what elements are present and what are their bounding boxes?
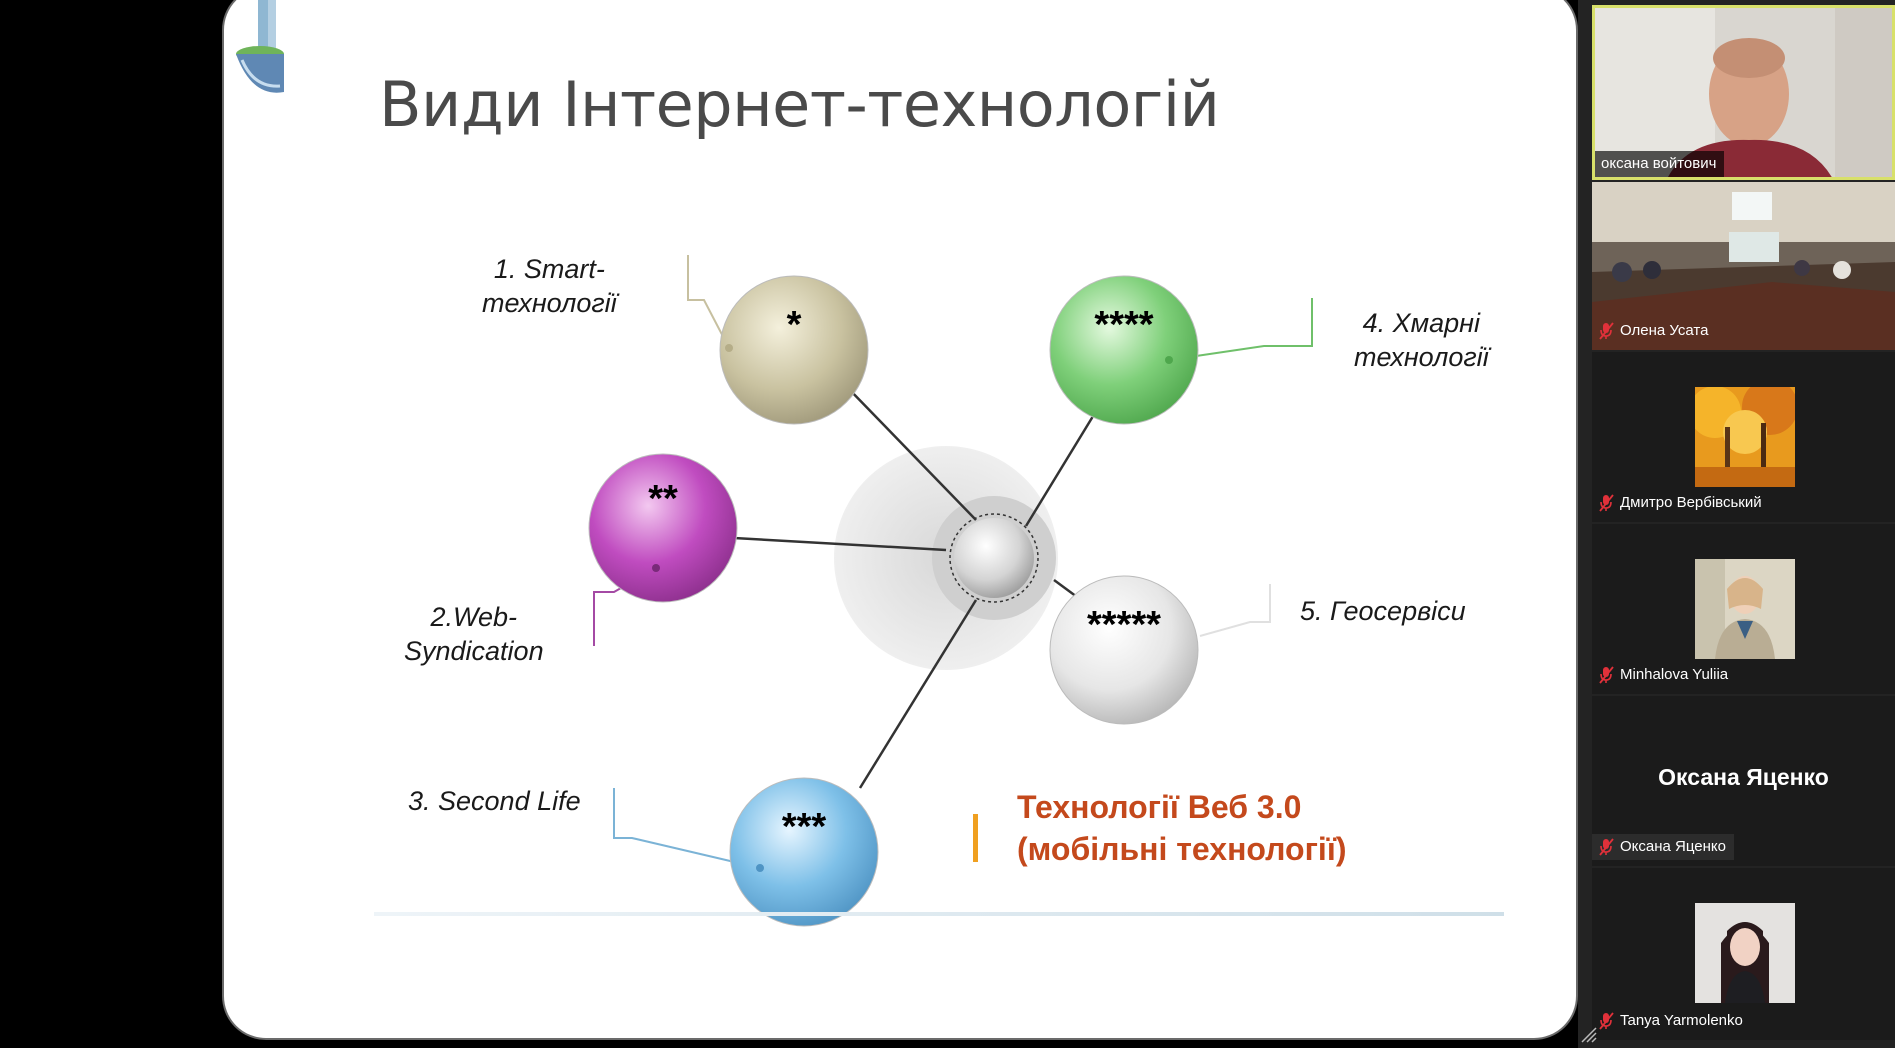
leader-4 (1168, 298, 1313, 361)
presentation-slide: Види Інтернет-технологій (222, 0, 1578, 1040)
mic-muted-icon (1599, 494, 1614, 512)
node-3-stars: *** (781, 806, 827, 848)
participant-name-bar: Tanya Yarmolenko (1592, 1008, 1751, 1034)
participant-tile-4[interactable]: Minhalova Yuliia (1592, 524, 1895, 694)
mic-muted-icon (1599, 1012, 1614, 1030)
mic-muted-icon (1599, 322, 1614, 340)
participant-tile-5[interactable]: Оксана Яценко Оксана Яценко (1592, 696, 1895, 866)
footer-accent-bar (973, 814, 978, 862)
node-1-sphere (719, 275, 869, 425)
woman-portrait-avatar (1695, 559, 1795, 659)
participant-display-name: Оксана Яценко (1658, 764, 1829, 790)
shared-screen: Види Інтернет-технологій (222, 0, 1578, 1040)
participants-panel: оксана войтович Олена Усата (1578, 0, 1895, 1048)
node-2-sphere (588, 453, 738, 603)
node-5-sphere (1049, 575, 1199, 725)
participant-name-bar: Дмитро Вербівський (1592, 490, 1770, 516)
mic-muted-icon (1599, 838, 1614, 856)
participant-name: Олена Усата (1620, 322, 1709, 339)
floating-island-icon (236, 0, 284, 93)
participant-tile-1[interactable]: оксана войтович (1592, 5, 1895, 180)
base-line (374, 912, 1504, 916)
node-4-label: 4. Хмарні технології (1354, 308, 1489, 372)
participant-name-bar: Оксана Яценко (1592, 834, 1734, 860)
participant-name: Minhalova Yuliia (1620, 666, 1729, 683)
footer-caption: Технології Веб 3.0 (мобільні технології) (1017, 789, 1347, 867)
participant-tile-6[interactable]: Tanya Yarmolenko (1592, 868, 1895, 1040)
center-outline (949, 513, 1039, 603)
node-1-stars: * (786, 304, 802, 346)
participant-name: Tanya Yarmolenko (1620, 1012, 1743, 1029)
connector-4 (1024, 407, 1100, 527)
girl-portrait-avatar (1695, 903, 1795, 1003)
leader-5 (1199, 584, 1271, 637)
autumn-trees-avatar (1695, 387, 1795, 487)
participant-tile-3[interactable]: Дмитро Вербівський (1592, 352, 1895, 522)
leader-3 (613, 788, 761, 869)
node-2-stars: ** (648, 478, 678, 520)
connector-3 (858, 599, 978, 789)
participant-name-bar: Minhalova Yuliia (1592, 662, 1736, 688)
resize-grip-icon[interactable] (1580, 1026, 1598, 1044)
participant-name-bar: оксана войтович (1595, 151, 1725, 177)
diagram (588, 255, 1313, 927)
node-4-stars: **** (1094, 304, 1154, 346)
participant-name: оксана войтович (1601, 155, 1717, 172)
connector-2 (733, 536, 947, 552)
center-sphere (954, 518, 1034, 598)
node-4-sphere (1049, 275, 1199, 425)
node-5-stars: ***** (1087, 604, 1161, 646)
camera-man-video (1595, 8, 1892, 177)
node-3-sphere (729, 777, 879, 927)
participant-tile-2[interactable]: Олена Усата (1592, 182, 1895, 350)
node-1-label: 1. Smart- технології (482, 254, 617, 318)
leader-1 (687, 255, 730, 349)
participant-name: Дмитро Вербівський (1620, 494, 1762, 511)
slide-title: Види Інтернет-технологій (379, 68, 1220, 141)
connector-1 (845, 385, 977, 521)
node-2-label: 2.Web- Syndication (404, 602, 544, 666)
node-5-label: 5. Геосервіси (1300, 596, 1466, 626)
node-3-label: 3. Second Life (408, 786, 581, 816)
classroom-video (1592, 182, 1895, 350)
participant-name: Оксана Яценко (1620, 838, 1726, 855)
participant-name-bar: Олена Усата (1592, 318, 1716, 344)
mic-muted-icon (1599, 666, 1614, 684)
